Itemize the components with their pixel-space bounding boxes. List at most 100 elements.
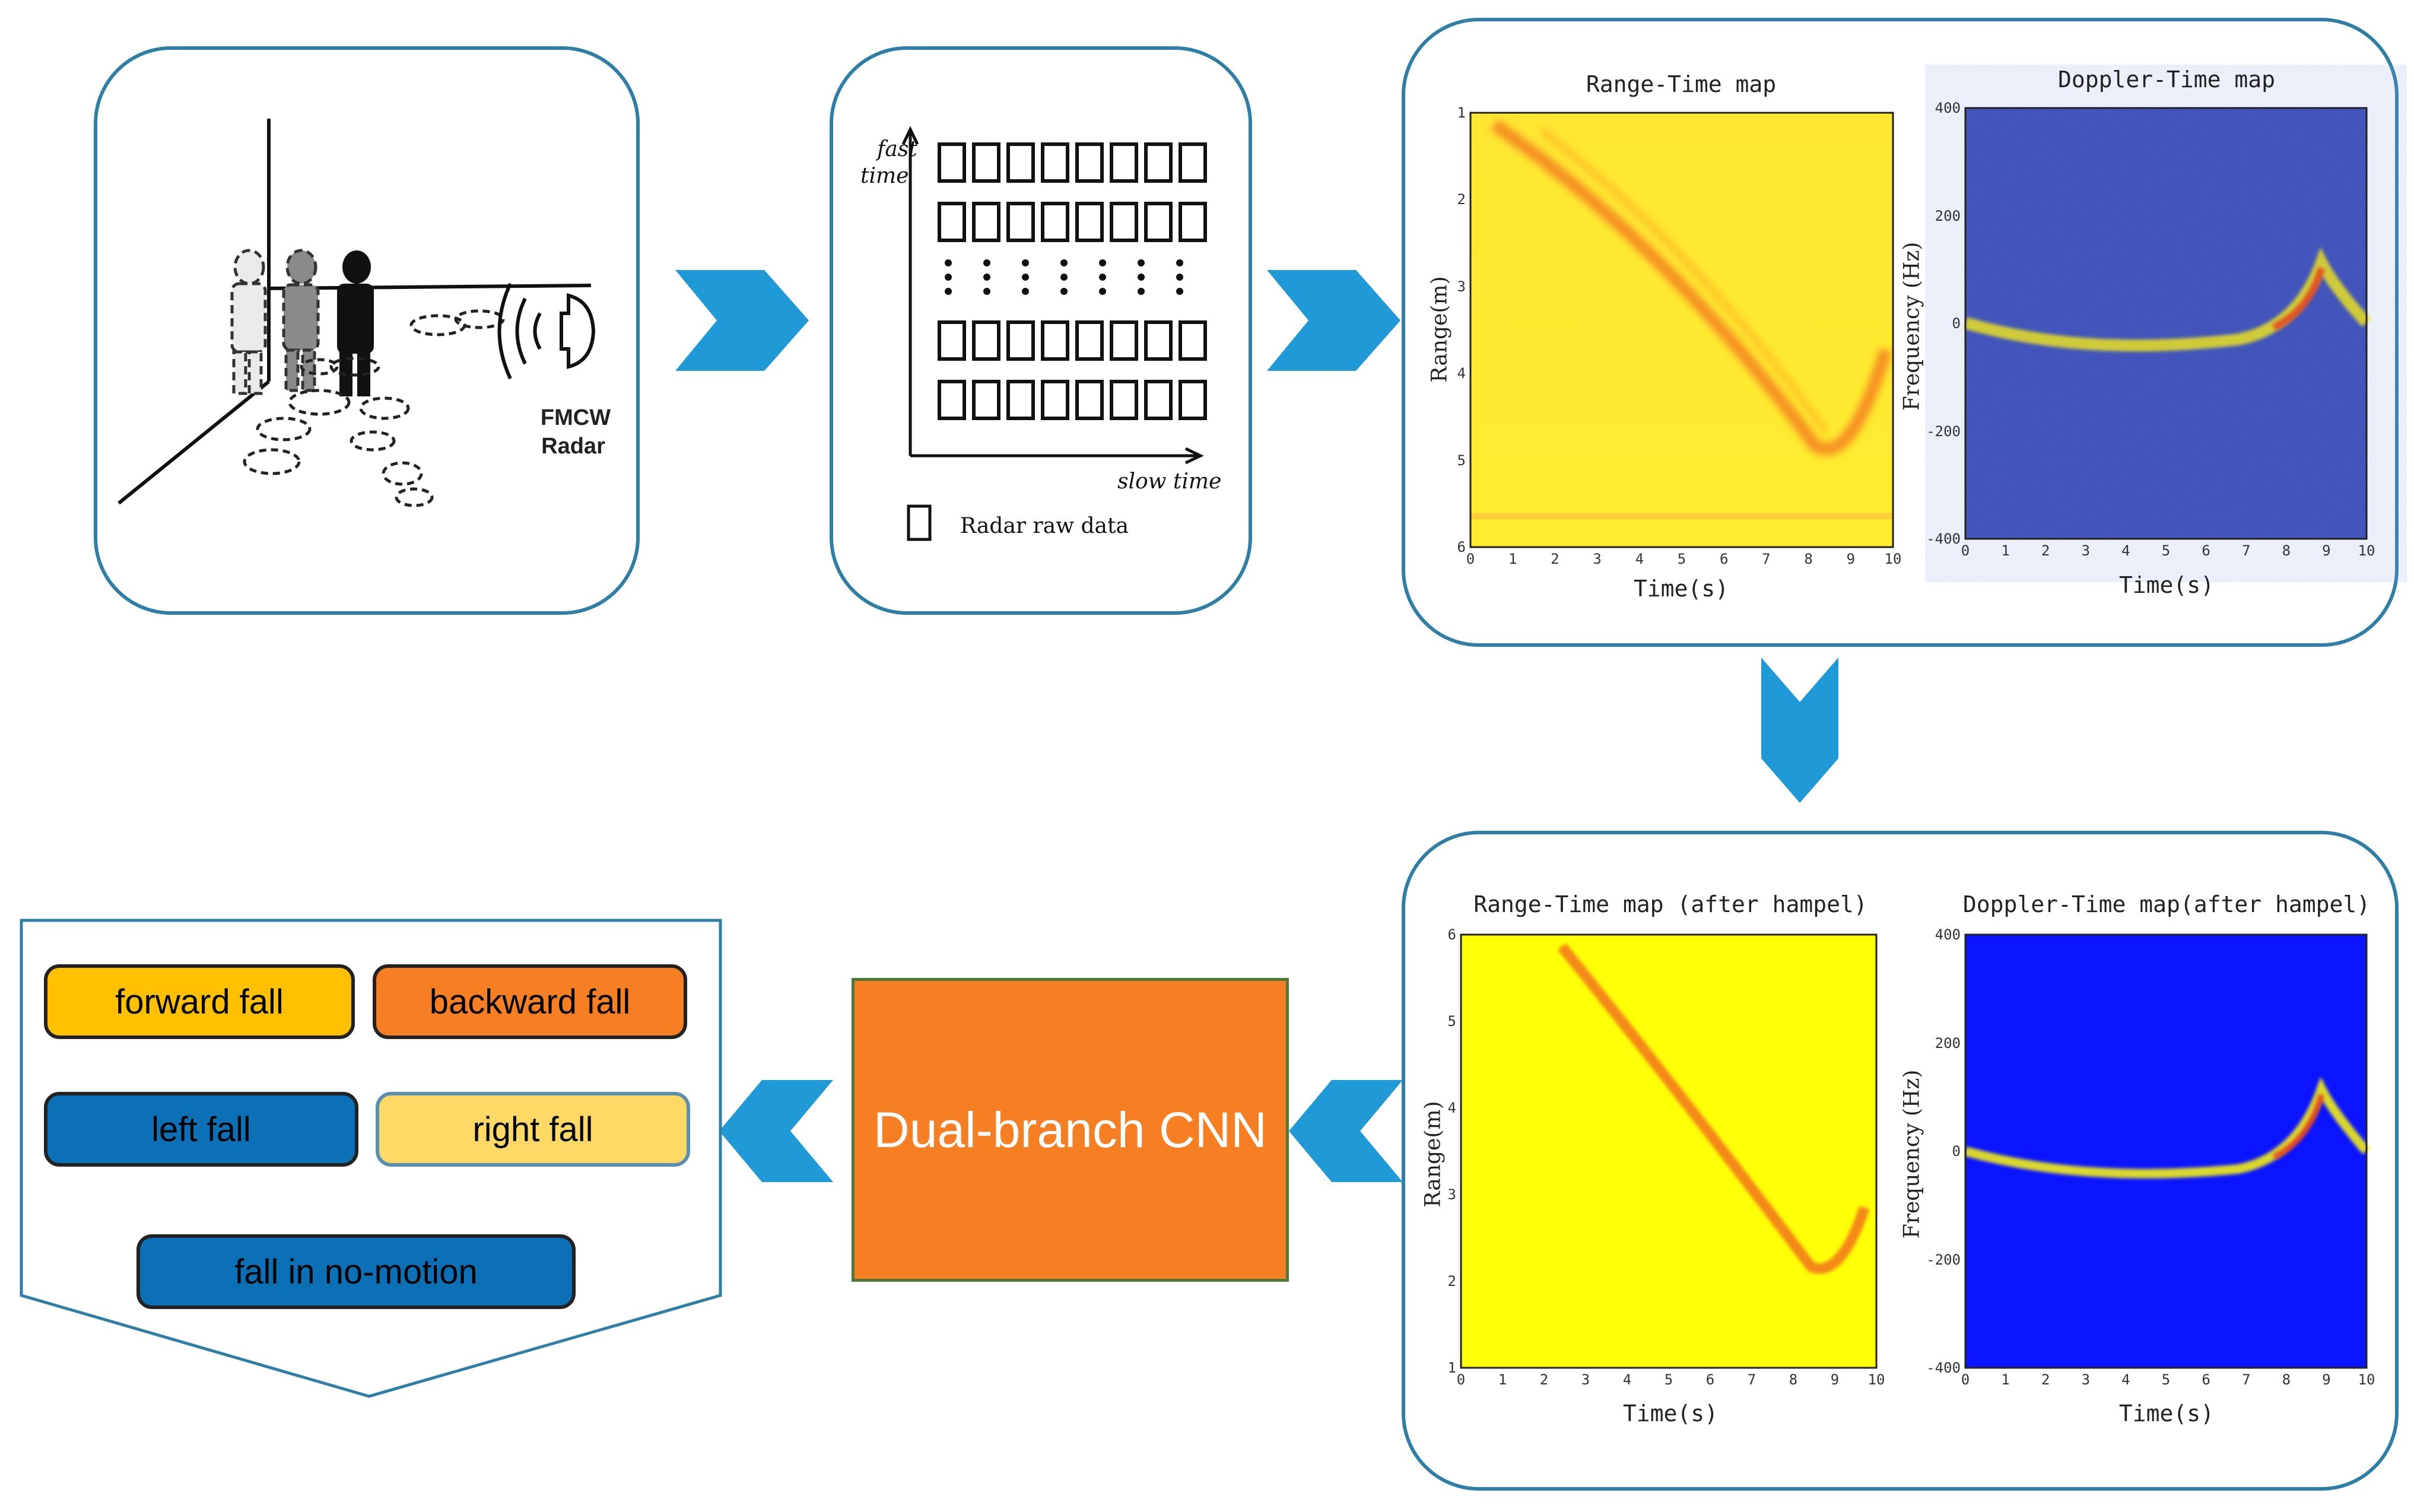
rt-hampel-trace [1557,943,1870,1274]
raw-data-square [1144,142,1173,183]
rt-raw-xtick: 4 [1635,551,1644,567]
dt-hampel-xtick: 8 [2282,1371,2291,1388]
cnn-label: Dual-branch CNN [874,1101,1267,1158]
dt-raw-ylabel: Frequency (Hz) [1900,242,1924,411]
raw-data-square [1144,380,1173,420]
ellipsis-dot [945,288,952,295]
dt-hampel-xtick: 7 [2241,1371,2251,1388]
dt-hampel-frame [1964,933,2368,1369]
raw-data-square [1006,202,1035,242]
dt-hampel-ylabel: Frequency (Hz) [1900,1069,1924,1239]
dt-hampel-ytick: 200 [1935,1034,1961,1052]
footprints-icon [243,309,505,507]
rt-raw-trace-secondary [1539,127,1830,436]
ellipsis-dot [983,288,990,295]
ellipsis-dot [983,274,990,281]
class-left-fall: left fall [44,1092,358,1167]
rt-raw-xtick: 5 [1677,551,1686,567]
rt-raw-xtick: 3 [1593,551,1602,567]
rt-raw-ytick: 3 [1457,278,1466,295]
rt-hampel-ytick: 5 [1447,1013,1456,1030]
legend-label: Radar raw data [960,514,1129,538]
legend-square-icon [907,504,932,541]
ellipsis-dot [1022,274,1029,281]
dt-raw-title: Doppler-Time map [2057,66,2276,93]
ellipsis-dot [1176,288,1183,295]
dt-raw-xtick: 1 [2001,542,2010,559]
rt-raw-frame [1469,112,1894,548]
dt-hampel-xtick: 4 [2121,1371,2130,1388]
dt-raw-xtick: 7 [2241,542,2251,559]
rt-raw-ytick: 5 [1457,452,1466,469]
rt-raw-background [1470,113,1893,547]
ellipsis-dot [1176,274,1183,281]
dt-hampel-ytick: -400 [1926,1359,1961,1376]
dt-raw-trace-peak [2272,267,2325,331]
rt-raw-xlabel: Time(s) [1633,576,1729,602]
rt-hampel-frame [1460,933,1878,1369]
rt-raw-ytick: 2 [1457,191,1466,208]
rt-raw-xtick: 2 [1551,551,1559,567]
dt-hampel-background [1965,935,2367,1368]
raw-data-square [938,380,966,420]
ellipsis-dot [1099,274,1106,281]
rt-hampel-ytick: 2 [1447,1273,1456,1289]
rt-hampel-xtick: 2 [1539,1371,1549,1388]
rt-raw-ytick: 6 [1457,539,1466,555]
raw-data-square [1006,320,1035,361]
person-ghost-icon-2 [282,249,320,392]
dt-raw-ytick: -200 [1926,423,1961,440]
ellipsis-dot [1176,259,1183,266]
rt-raw-title: Range-Time map [1586,71,1777,97]
radar-antenna-icon [560,293,596,369]
person-icon [337,250,374,396]
dt-raw-xtick: 3 [2081,542,2091,559]
rt-raw-xtick: 10 [1884,551,1902,567]
raw-data-square [938,142,966,183]
radar-scene-illustration: FMCW Radar [117,119,611,507]
dt-raw-xtick: 10 [2358,542,2375,559]
ellipsis-dot [1060,259,1068,266]
dt-raw-xtick: 4 [2121,542,2130,559]
rt-hampel-background [1461,935,1876,1368]
dt-hampel-trace [1964,1076,2371,1179]
dt-raw-ytick: -400 [1926,531,1961,547]
rt-hampel-ytick: 4 [1447,1100,1456,1116]
raw-data-grid: fast time slow time Radar raw data [860,126,1221,541]
class-backward-fall: backward fall [373,964,687,1039]
rt-hampel-xtick: 6 [1705,1371,1715,1388]
rt-raw-xtick: 7 [1762,551,1771,567]
raw-data-square [1041,202,1069,242]
radar-wave-icon [497,282,542,380]
raw-data-square [1110,320,1138,361]
dt-raw-xtick: 8 [2282,542,2291,559]
rt-hampel-xtick: 8 [1789,1371,1798,1388]
dt-raw-ytick: 400 [1935,100,1961,116]
dual-branch-cnn-box: Dual-branch CNN [852,978,1289,1282]
rt-hampel-xtick: 5 [1664,1371,1673,1388]
dt-hampel-xtick: 0 [1961,1371,1970,1388]
ellipsis-dot [1099,259,1106,266]
raw-data-square [1179,202,1207,242]
dt-raw-ytick: 200 [1935,207,1961,224]
arrow-down-icon [1761,657,1838,803]
raw-data-square [938,202,966,242]
dt-hampel-ytick: 0 [1952,1143,1961,1160]
dt-raw-noise [1965,108,2367,539]
rt-hampel-xtick: 0 [1456,1371,1466,1388]
dt-hampel-xtick: 9 [2322,1371,2331,1388]
rt-raw-trace [1490,119,1892,456]
raw-data-squares [938,142,1207,420]
dt-hampel-xtick: 10 [2358,1371,2375,1388]
raw-data-square [972,142,1000,183]
fast-time-label-2: time [860,164,909,188]
ellipsis-dot [1138,288,1145,295]
class-forward-fall: forward fall [44,964,355,1039]
rt-hampel-title: Range-Time map (after hampel) [1473,891,1867,917]
rt-hampel-xtick: 3 [1581,1371,1590,1388]
raw-data-square [1179,380,1207,420]
dt-raw-xtick: 5 [2161,542,2171,559]
dt-hampel-xtick: 2 [2041,1371,2050,1388]
raw-data-square [1006,380,1035,420]
